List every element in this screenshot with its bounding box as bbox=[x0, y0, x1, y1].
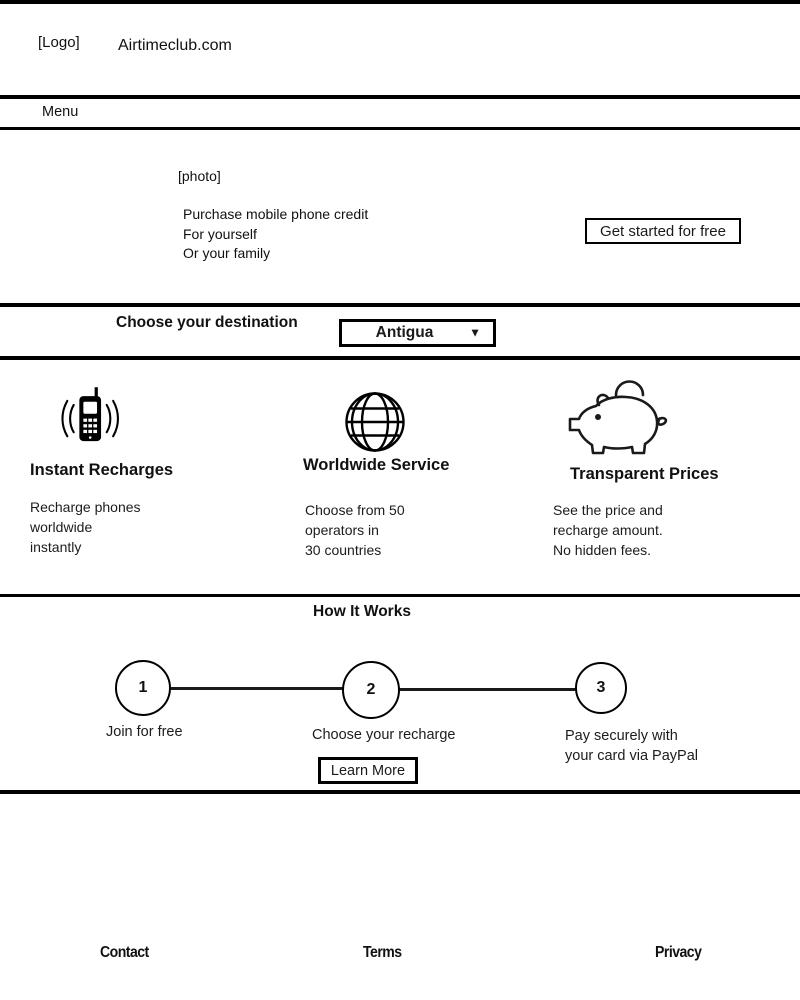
hero-text: Purchase mobile phone credit For yoursel… bbox=[183, 205, 368, 264]
feature-line: worldwide bbox=[30, 519, 93, 535]
hero-photo-placeholder: [photo] bbox=[178, 168, 221, 184]
footer-divider bbox=[0, 790, 800, 794]
feature-title-instant-recharges: Instant Recharges bbox=[30, 461, 174, 479]
footer-link-terms[interactable]: Terms bbox=[363, 944, 402, 961]
step-circle-2: 2 bbox=[342, 661, 400, 719]
globe-icon bbox=[344, 391, 406, 453]
feature-line: instantly bbox=[30, 539, 82, 555]
destination-label: Choose your destination bbox=[116, 314, 298, 331]
step-label-1: Join for free bbox=[106, 722, 183, 742]
step-connector bbox=[170, 687, 344, 690]
logo-placeholder: [Logo] bbox=[38, 34, 80, 51]
feature-line: Recharge phones bbox=[30, 499, 141, 515]
step-label-line: Choose your recharge bbox=[312, 727, 456, 743]
destination-top-divider bbox=[0, 303, 800, 307]
hero-line: Or your family bbox=[183, 245, 271, 261]
destination-dropdown[interactable]: Antigua ▼ bbox=[339, 319, 496, 347]
step-connector bbox=[399, 688, 577, 691]
feature-text: See the price and recharge amount. No hi… bbox=[553, 500, 663, 560]
phone-icon bbox=[52, 384, 126, 458]
feature-line: recharge amount. bbox=[553, 522, 663, 538]
step-number: 3 bbox=[596, 679, 606, 696]
footer-link-contact[interactable]: Contact bbox=[100, 944, 149, 961]
step-circle-3: 3 bbox=[575, 662, 627, 714]
chevron-down-icon: ▼ bbox=[469, 325, 481, 340]
get-started-button[interactable]: Get started for free bbox=[585, 218, 741, 244]
destination-bottom-divider bbox=[0, 356, 800, 360]
piggy-bank-icon bbox=[560, 376, 675, 466]
step-number: 1 bbox=[138, 679, 148, 696]
hero-line: Purchase mobile phone credit bbox=[183, 206, 369, 222]
footer-link-privacy[interactable]: Privacy bbox=[655, 944, 702, 961]
step-label-line: Pay securely with bbox=[565, 728, 678, 744]
header-divider bbox=[0, 95, 800, 99]
feature-text: Choose from 50 operators in 30 countries bbox=[305, 500, 405, 560]
hero-line: For yourself bbox=[183, 225, 257, 242]
feature-line: No hidden fees. bbox=[553, 542, 652, 558]
site-name: Airtimeclub.com bbox=[118, 37, 232, 54]
feature-line: 30 countries bbox=[305, 542, 382, 558]
feature-text: Recharge phones worldwide instantly bbox=[30, 497, 141, 557]
top-border bbox=[0, 0, 800, 4]
step-label-line: Join for free bbox=[106, 724, 183, 740]
feature-line: Choose from 50 bbox=[305, 502, 405, 518]
feature-title-worldwide-service: Worldwide Service bbox=[303, 456, 450, 474]
step-label-line: your card via PayPal bbox=[565, 748, 698, 764]
feature-title-transparent-prices: Transparent Prices bbox=[570, 465, 719, 483]
step-number: 2 bbox=[366, 681, 376, 698]
step-circle-1: 1 bbox=[115, 660, 171, 716]
learn-more-button[interactable]: Learn More bbox=[318, 757, 418, 784]
menu-button[interactable]: Menu bbox=[42, 104, 79, 120]
how-it-works-divider bbox=[0, 594, 800, 597]
how-it-works-title: How It Works bbox=[313, 603, 411, 620]
step-label-3: Pay securely with your card via PayPal bbox=[565, 726, 698, 766]
feature-line: operators in bbox=[305, 522, 379, 538]
destination-selected-value: Antigua bbox=[375, 324, 434, 341]
menu-divider bbox=[0, 127, 800, 130]
step-label-2: Choose your recharge bbox=[312, 725, 455, 745]
feature-line: See the price and bbox=[553, 502, 663, 518]
